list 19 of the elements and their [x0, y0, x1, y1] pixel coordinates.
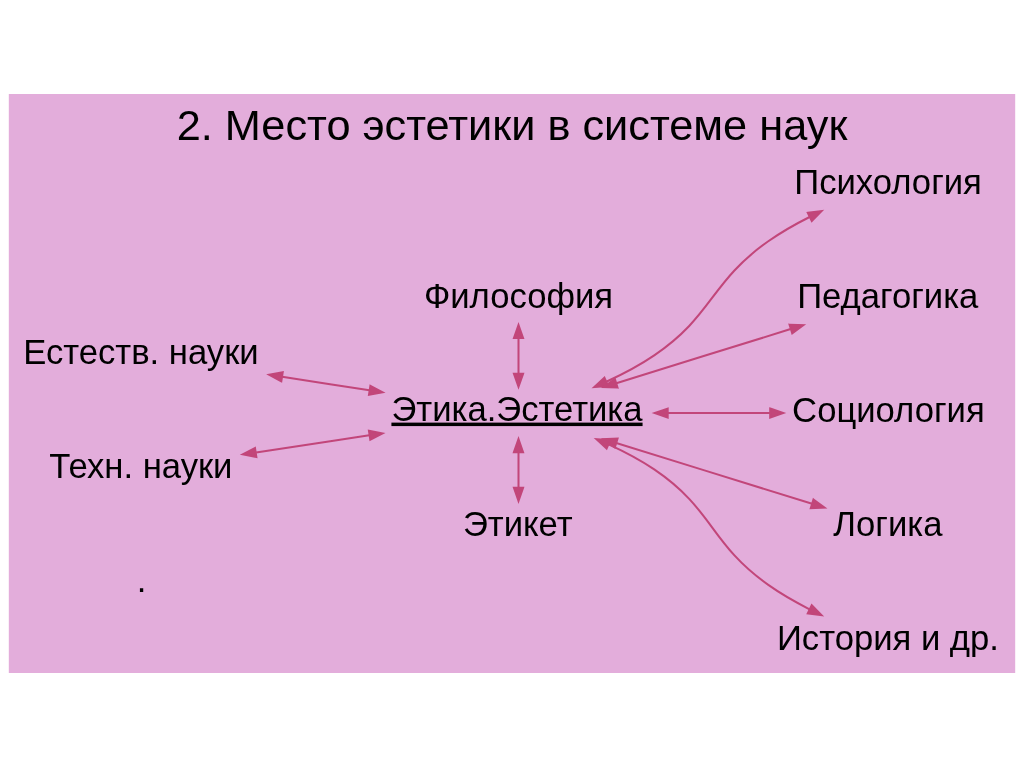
node-text: Педагогика: [797, 276, 979, 315]
node-text: Философия: [423, 276, 614, 315]
arrow: [512, 436, 525, 504]
arrow: [239, 429, 386, 459]
node-text: Техн. науки: [49, 447, 233, 486]
node-text: Психология: [794, 162, 982, 201]
node-text: Естеств. науки: [23, 333, 259, 372]
label: .: [136, 561, 147, 600]
arrow: [512, 322, 525, 390]
arrow: [266, 371, 386, 397]
node-text: Социология: [792, 391, 985, 430]
diagram-title: 2. Место эстетики в системе наук: [176, 101, 848, 150]
arrow: [651, 407, 787, 420]
node-text: Этикет: [462, 505, 573, 544]
arrow: [591, 209, 825, 389]
node-text: История и др.: [776, 619, 999, 658]
node-text: Этика.Эстетика: [391, 389, 643, 428]
arrow: [600, 323, 807, 389]
node-text: Логика: [833, 505, 943, 544]
